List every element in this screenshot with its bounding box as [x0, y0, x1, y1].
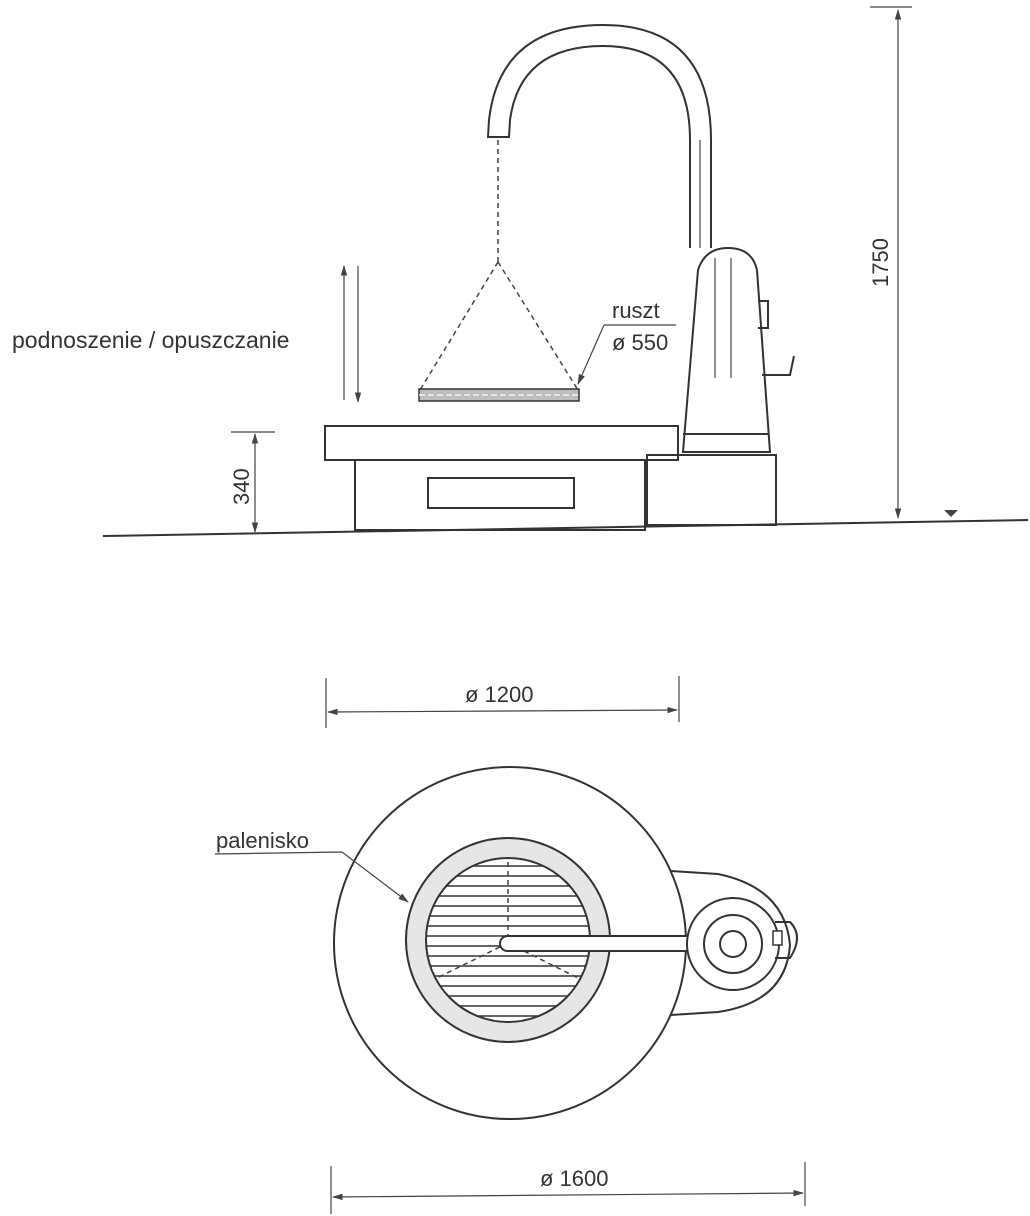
table-opening — [427, 477, 575, 509]
table-body — [354, 459, 646, 531]
dia-inner-label: ø 1200 — [465, 682, 534, 707]
crank-handle-lower — [762, 355, 795, 376]
table-top — [324, 425, 679, 461]
ground-line — [102, 519, 1029, 537]
dia-inner-dim-line — [326, 706, 679, 716]
column-base-outline — [654, 869, 792, 1017]
column-base — [646, 454, 777, 526]
firepit-label: palenisko — [216, 828, 309, 853]
height-total-label: 1750 — [868, 238, 893, 287]
height-table-label: 340 — [229, 468, 254, 505]
grate-label: ruszt — [612, 298, 660, 323]
firepit-leader — [341, 851, 409, 903]
crane-column — [681, 246, 772, 453]
level-marker — [944, 510, 958, 517]
dia-outer-label: ø 1600 — [540, 1166, 609, 1191]
grate-leader — [577, 324, 605, 385]
side-view: podnoszenie / opuszczanie ruszt ø 550 17… — [12, 6, 1029, 537]
top-view: ø 1200 — [214, 676, 806, 1214]
dia-outer-dim-line — [331, 1189, 805, 1201]
grate-dia-label: ø 550 — [612, 330, 668, 355]
crank-handle-upper — [758, 300, 769, 329]
lift-label: podnoszenie / opuszczanie — [12, 327, 289, 353]
crane-arm — [486, 23, 712, 248]
crank-plan — [775, 921, 798, 959]
